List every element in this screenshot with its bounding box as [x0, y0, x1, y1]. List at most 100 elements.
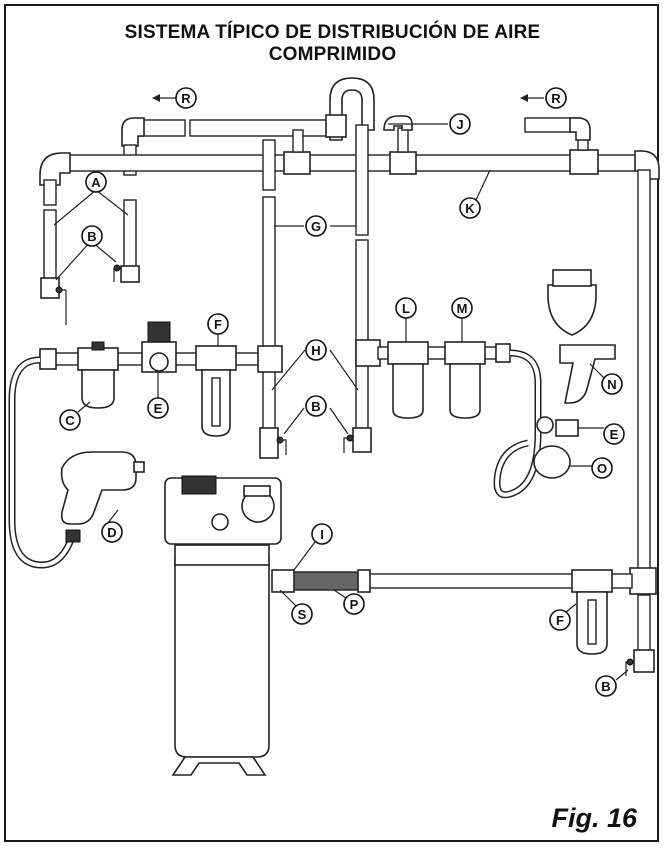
label-R-right: R: [545, 87, 567, 109]
filter-F-head: [195, 345, 237, 371]
leader-I: [293, 537, 319, 571]
upper-elbow-left: [121, 117, 145, 147]
right-drop-fitting: [633, 649, 655, 673]
title-line-1: SISTEMA TÍPICO DE DISTRIBUCIÓN DE AIRE: [124, 22, 541, 43]
svg-text:R: R: [181, 91, 191, 106]
svg-text:L: L: [402, 301, 410, 316]
drop-G-fitting: [259, 427, 279, 459]
filter-tee-right: [355, 339, 381, 367]
label-S: S: [291, 603, 313, 625]
label-D: D: [101, 521, 123, 543]
svg-text:F: F: [214, 317, 222, 332]
elbow-J-right: [569, 117, 591, 141]
svg-text:A: A: [91, 175, 101, 190]
spray-gun-gauge-E: [536, 416, 554, 434]
drain-knob-2: [113, 264, 121, 272]
label-O: O: [591, 457, 613, 479]
leader-P: [333, 589, 347, 599]
filter-F-element: [211, 377, 221, 427]
filter-F2-element: [587, 599, 597, 645]
drop-H-upper: [355, 124, 369, 236]
arrow-R-left-head: [152, 94, 160, 102]
label-A: A: [85, 171, 107, 193]
regulator-E-gauge: [149, 352, 169, 372]
compressor-gauge: [211, 513, 229, 531]
label-H: H: [305, 339, 327, 361]
impact-wrench-anvil: [133, 461, 145, 473]
spray-gun-filter-O: [533, 445, 571, 479]
hose-P-fitting: [357, 569, 371, 593]
upper-pipe-center: [189, 119, 331, 137]
svg-text:B: B: [601, 679, 610, 694]
label-B-2: B: [305, 395, 327, 417]
leader-A: [53, 189, 129, 226]
elbow-J-left: [383, 115, 413, 131]
drain-knob-5: [626, 658, 634, 666]
svg-text:E: E: [610, 427, 619, 442]
valve-I: [271, 569, 295, 593]
compressor-fan: [243, 485, 271, 497]
flex-hose-P: [291, 571, 365, 591]
drain-knob-4: [346, 434, 354, 442]
svg-text:B: B: [311, 399, 320, 414]
impact-wrench-D: [60, 451, 137, 525]
label-K: K: [459, 197, 481, 219]
riser-1: [292, 129, 304, 153]
drop-G: [262, 196, 276, 430]
tee-1: [283, 151, 311, 175]
label-G: G: [305, 215, 327, 237]
spray-gun-regulator: [555, 419, 579, 437]
filter-L-bowl: [392, 363, 424, 419]
leader-S: [279, 589, 297, 607]
label-F-1: F: [207, 313, 229, 335]
right-riser: [637, 169, 651, 571]
spray-gun-cup: [547, 284, 597, 336]
drop-A2: [123, 199, 137, 269]
svg-text:K: K: [465, 201, 475, 216]
label-P: P: [343, 593, 365, 615]
compressor-legs: [171, 756, 267, 776]
compressor-top-plate: [174, 544, 270, 566]
drain-knob-1: [55, 286, 63, 294]
label-M: M: [451, 297, 473, 319]
leader-B3: [615, 669, 629, 681]
filter-M-bowl: [449, 363, 481, 419]
svg-text:P: P: [350, 597, 359, 612]
svg-text:D: D: [107, 525, 116, 540]
impact-wrench-coupler: [65, 529, 81, 543]
leader-B1: [55, 241, 117, 281]
compressor-tank: [174, 547, 270, 758]
svg-text:N: N: [607, 377, 616, 392]
drop-H-fitting: [352, 427, 372, 453]
hose-left-inner: [10, 358, 74, 568]
label-I: I: [311, 523, 333, 545]
label-F-2: F: [549, 609, 571, 631]
label-E-1: E: [147, 397, 169, 419]
drop-H: [355, 239, 369, 431]
svg-text:I: I: [320, 527, 324, 542]
label-C: C: [59, 409, 81, 431]
main-elbow-left: [39, 152, 71, 186]
leader-H: [271, 349, 359, 391]
figure-title: SISTEMA TÍPICO DE DISTRIBUCIÓN DE AIRE C…: [0, 22, 665, 66]
main-header-pipe: [57, 154, 639, 172]
svg-text:C: C: [65, 413, 75, 428]
label-N: N: [601, 373, 623, 395]
svg-text:M: M: [457, 301, 468, 316]
gooseneck-coupling: [325, 114, 347, 138]
label-L: L: [395, 297, 417, 319]
leader-F2: [565, 603, 577, 613]
svg-text:O: O: [597, 461, 607, 476]
drain-knob-3: [276, 436, 284, 444]
frl-tee-left: [257, 345, 283, 373]
svg-text:G: G: [311, 219, 321, 234]
filter-C-cap: [91, 341, 105, 351]
drop-A2-fitting: [120, 265, 140, 283]
drop-A1: [43, 209, 57, 281]
riser-2: [397, 127, 409, 153]
tee-3: [569, 149, 599, 175]
leader-N: [589, 363, 605, 379]
leader-B2: [283, 407, 349, 435]
arrow-R-right-head: [520, 94, 528, 102]
